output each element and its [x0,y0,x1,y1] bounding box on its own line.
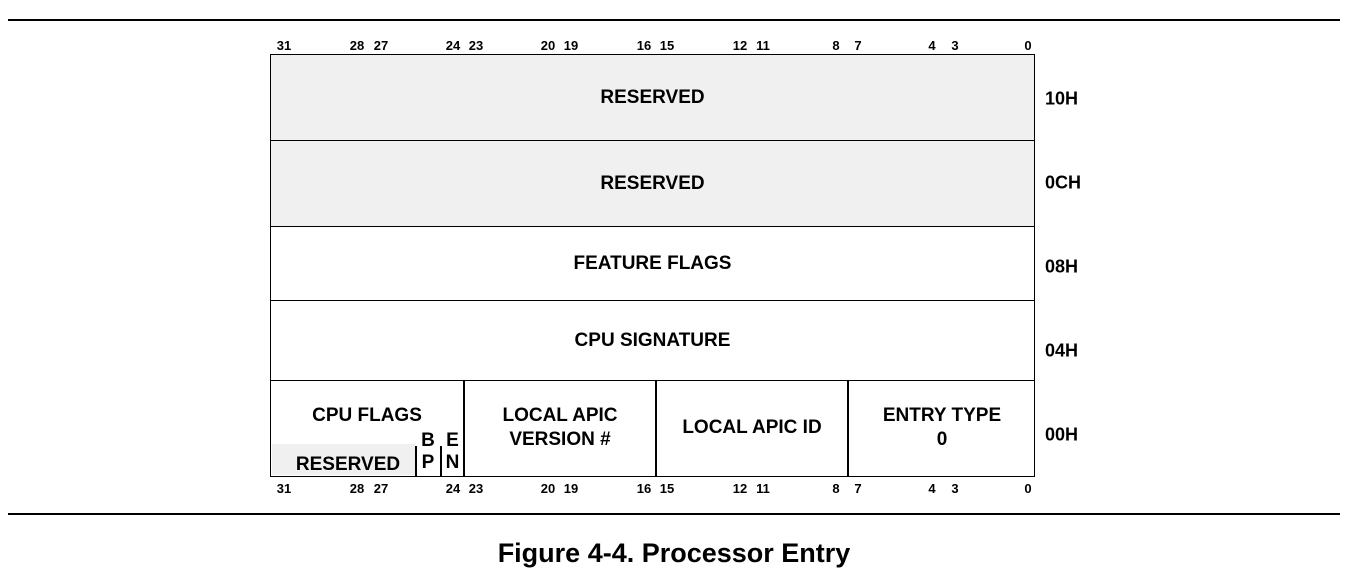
row-cpu-signature: CPU SIGNATURE [270,300,1035,381]
bit-label: 28 [349,481,365,496]
bit-label: 8 [832,38,840,53]
row-label: FEATURE FLAGS [573,252,732,274]
offset-label: 10H [1045,88,1079,109]
row-00h [270,380,1035,477]
cpu-flags-label: CPU FLAGS [312,405,422,426]
bit-label: 28 [349,38,365,53]
divider [463,380,465,476]
divider [847,380,849,476]
reserved-shade [272,444,415,475]
bit-label: 3 [951,38,959,53]
bit-label: 8 [832,481,840,496]
row-label: RESERVED [600,172,705,194]
bit-label: 16 [636,481,652,496]
local-apic-version-cell: LOCAL APIC VERSION # [502,405,618,450]
bit-label: 19 [563,38,579,53]
bit-label: 0 [1024,481,1032,496]
figure-caption: Figure 4-4. Processor Entry [497,538,851,568]
bit-label: 7 [854,38,862,53]
bit-label: 7 [854,481,862,496]
bit-label: 20 [540,481,556,496]
bit-label: 0 [1024,38,1032,53]
bit-label: 15 [659,481,675,496]
offset-label: 00H [1045,424,1079,445]
bit-label: 23 [468,481,484,496]
bit-label: 23 [468,38,484,53]
offset-label: 04H [1045,340,1079,361]
offset-label: 0CH [1045,172,1082,193]
reserved-label: RESERVED [295,454,401,475]
row-feature-flags: FEATURE FLAGS [270,226,1035,301]
row-reserved-10h: RESERVED [270,54,1035,141]
top-rule [8,19,1340,21]
bit-label: 3 [951,481,959,496]
bit-label: 15 [659,38,675,53]
bottom-rule [8,513,1340,515]
bit-label: 24 [445,38,461,53]
bit-label: 27 [373,481,389,496]
row-label: CPU SIGNATURE [574,329,731,351]
bit-label: 19 [563,481,579,496]
row-label: RESERVED [600,86,705,108]
bit-label: 20 [540,38,556,53]
bit-label: 4 [928,38,936,53]
offset-label: 08H [1045,256,1079,277]
bit-label: 4 [928,481,936,496]
divider [655,380,657,476]
bit-label: 31 [276,38,292,53]
bit-label: 11 [756,481,770,496]
bit-label: 24 [445,481,461,496]
bit-label: 12 [732,38,748,53]
bit-label: 31 [276,481,292,496]
bit-label: 11 [756,38,770,53]
bit-label: 27 [373,38,389,53]
bit-label: 12 [732,481,748,496]
bp-divider [415,446,417,476]
local-apic-id-cell: LOCAL APIC ID [682,417,822,438]
en-divider [440,446,442,476]
bit-label: 16 [636,38,652,53]
row-reserved-0ch: RESERVED [270,140,1035,227]
